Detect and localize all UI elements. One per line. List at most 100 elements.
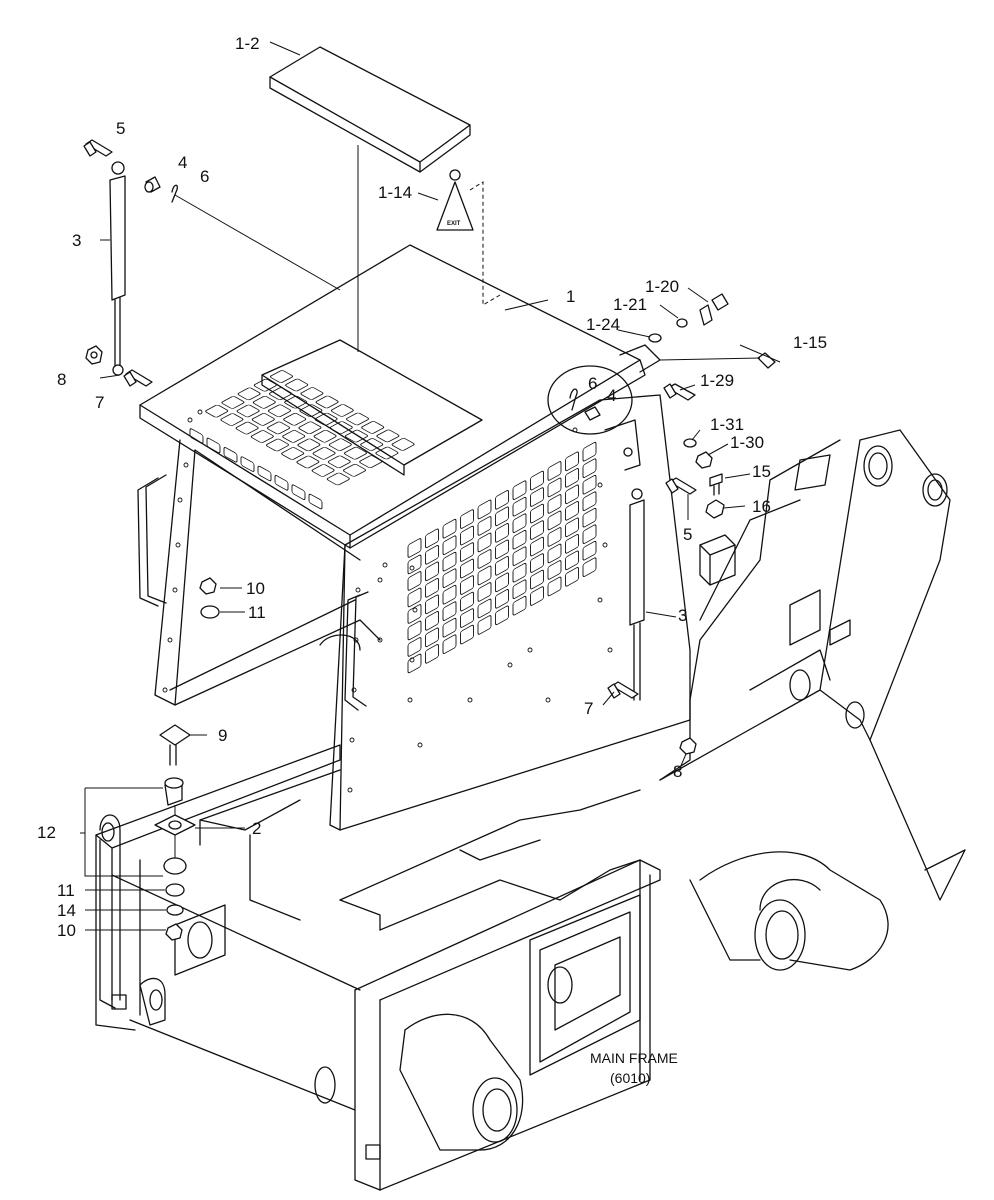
- rivet: [183, 462, 189, 468]
- rivet: [409, 565, 415, 571]
- bolt-15: [709, 473, 723, 496]
- callout-3-left: 3: [72, 231, 81, 250]
- skylight-cell: [376, 429, 400, 443]
- callout-11-lower: 11: [57, 881, 75, 900]
- rivet: [597, 482, 603, 488]
- skylight-cell: [345, 412, 370, 426]
- rivet: [175, 542, 181, 548]
- callout-1-15: 1-15: [793, 333, 827, 352]
- nut-8-left: [85, 345, 103, 365]
- mesh-cell: [442, 601, 457, 621]
- callout-4-top: 4: [178, 153, 187, 172]
- cab-rivets: [162, 409, 613, 793]
- mesh-cell: [512, 496, 527, 517]
- bolt-5-right: [665, 477, 697, 495]
- mesh-cell: [460, 558, 474, 579]
- mesh-cell: [407, 653, 422, 674]
- mesh-cell: [530, 520, 544, 540]
- skylight-cell: [253, 378, 277, 392]
- roof-slot: [206, 437, 221, 454]
- mesh-cell: [442, 535, 457, 555]
- callout-10-upper: 10: [246, 579, 265, 598]
- mesh-cell: [495, 539, 509, 560]
- rivet: [382, 562, 388, 568]
- skylight-cell: [297, 438, 321, 452]
- mesh-cell: [407, 604, 422, 624]
- mesh-cell: [547, 543, 562, 564]
- roof-slot: [257, 465, 272, 482]
- skylight-cell: [252, 396, 276, 409]
- callout-4-circle: 4: [607, 386, 616, 405]
- bolt-1-29: [663, 383, 696, 401]
- callout-16: 16: [752, 497, 771, 516]
- skylight-cell: [221, 396, 245, 409]
- mesh-cell: [530, 503, 544, 524]
- skylight-cell: [360, 438, 384, 451]
- main-frame-label-line2: (6010): [610, 1070, 650, 1086]
- skylight-cell: [299, 404, 323, 417]
- skylight-cell: [285, 378, 309, 392]
- mesh-cell: [477, 549, 492, 569]
- skylight-cell: [266, 421, 291, 435]
- mesh-cell: [477, 565, 492, 586]
- mesh-cell: [582, 557, 597, 577]
- mesh-cell: [407, 637, 422, 657]
- skylight-cell: [314, 412, 338, 426]
- callout-1-20: 1-20: [645, 277, 679, 296]
- skylight-cell: [327, 455, 351, 469]
- mesh-cell: [512, 513, 527, 533]
- mesh-cell: [442, 617, 457, 638]
- mesh-cell: [442, 551, 457, 572]
- cab: [137, 244, 691, 831]
- skylight-cell: [265, 438, 290, 452]
- skylight-cell: [269, 370, 294, 383]
- skylight-cell: [283, 413, 307, 426]
- mesh-cell: [442, 584, 457, 605]
- roof-slot: [223, 447, 238, 463]
- top-cover-pad: [269, 46, 471, 173]
- skylight-cell: [237, 387, 261, 401]
- mesh-cell: [512, 562, 527, 583]
- mesh-cell: [460, 591, 474, 612]
- skylight-cell: [361, 421, 385, 434]
- mesh-cell: [565, 451, 579, 472]
- mesh-cell: [425, 611, 439, 631]
- rivet: [527, 647, 533, 653]
- rivet: [187, 417, 193, 423]
- roof-slot: [274, 475, 289, 491]
- skylight-cell: [342, 464, 367, 477]
- skylight-cell: [298, 421, 322, 435]
- skylight-grid: [205, 370, 415, 486]
- callout-7-left: 7: [95, 393, 104, 412]
- mesh-cell: [460, 509, 474, 529]
- skylight-cell: [300, 387, 324, 400]
- rivet: [407, 697, 413, 703]
- rivet: [177, 497, 183, 503]
- skylight-cell: [312, 447, 336, 460]
- mesh-cell: [565, 468, 579, 488]
- mesh-cell: [582, 540, 597, 561]
- rear-mesh-grid: [407, 441, 597, 674]
- skylight-cell: [329, 421, 353, 434]
- mesh-cell: [565, 550, 579, 571]
- main-frame-label-line1: MAIN FRAME: [590, 1050, 678, 1066]
- mesh-cell: [477, 598, 492, 619]
- mesh-cell: [460, 575, 474, 595]
- callout-1-24: 1-24: [586, 315, 620, 334]
- mesh-cell: [407, 571, 422, 591]
- mesh-cell: [477, 615, 492, 635]
- mesh-cell: [495, 490, 509, 510]
- rivet: [467, 697, 473, 703]
- mesh-cell: [512, 595, 527, 616]
- mesh-cell: [477, 582, 492, 602]
- rivet: [162, 687, 168, 693]
- skylight-cell: [236, 404, 260, 418]
- mesh-cell: [582, 474, 597, 495]
- mesh-cell: [442, 518, 457, 539]
- mesh-cell: [425, 545, 439, 565]
- mesh-cell: [477, 532, 492, 553]
- mesh-cell: [407, 620, 422, 641]
- callout-5-right: 5: [683, 525, 692, 544]
- mesh-cell: [495, 523, 509, 543]
- callout-1-30: 1-30: [730, 433, 764, 452]
